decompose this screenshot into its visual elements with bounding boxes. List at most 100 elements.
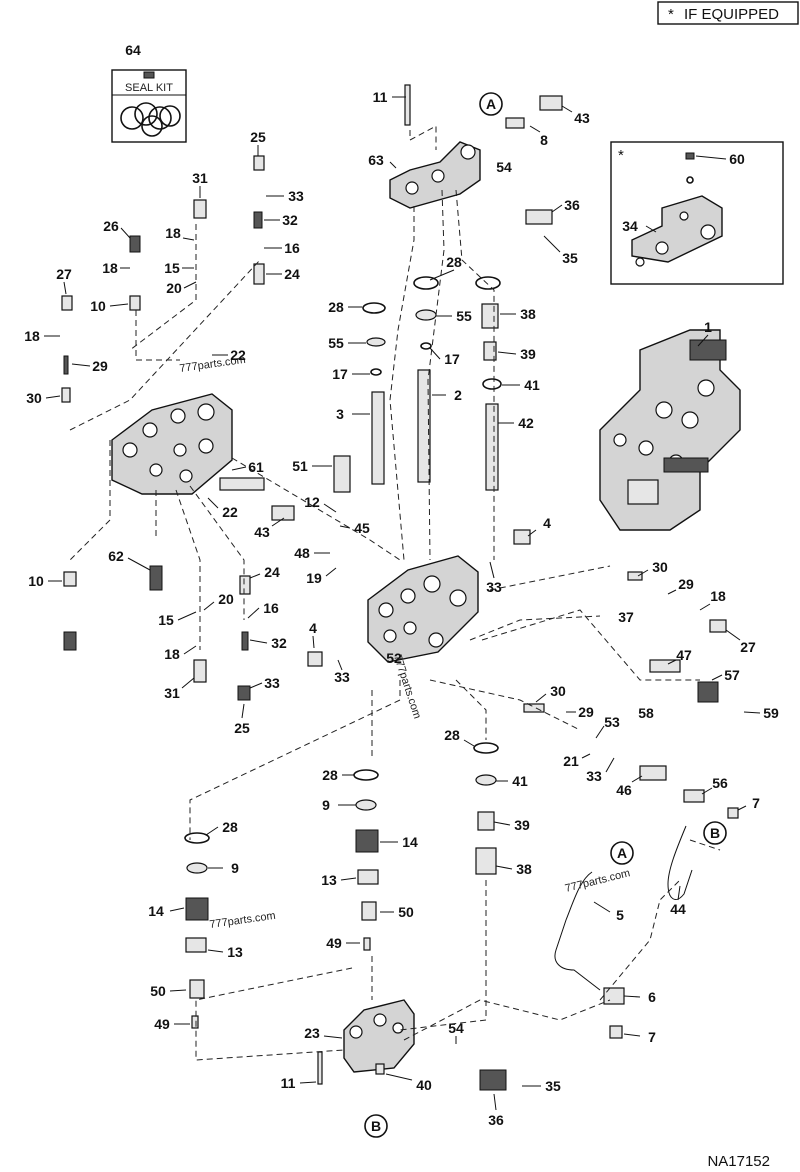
callout-b-right: B bbox=[710, 825, 720, 841]
part-label: 30 bbox=[550, 683, 566, 699]
leader-line bbox=[323, 1035, 343, 1039]
part-label: 47 bbox=[676, 647, 692, 663]
top-section-block bbox=[389, 84, 563, 225]
leader-line bbox=[701, 787, 713, 795]
part-label: 10 bbox=[28, 573, 44, 589]
part-label: 34 bbox=[622, 218, 638, 234]
part-label: 12 bbox=[304, 494, 320, 510]
bottom-section-block bbox=[343, 999, 415, 1073]
part-label: 45 bbox=[354, 520, 370, 536]
leader-line bbox=[551, 204, 563, 213]
callout-circles: A B A B bbox=[364, 92, 727, 1138]
stacked-parts bbox=[61, 155, 739, 1091]
part-label: 18 bbox=[710, 588, 726, 604]
drawing-number: NA17152 bbox=[707, 1153, 770, 1170]
leader-line bbox=[677, 885, 681, 901]
leader-line bbox=[249, 573, 261, 579]
leader-line bbox=[711, 674, 723, 681]
part-label: 39 bbox=[514, 817, 530, 833]
part-label: 3 bbox=[336, 406, 344, 422]
part-label: 24 bbox=[284, 266, 300, 282]
part-label: 48 bbox=[294, 545, 310, 561]
leader-line bbox=[207, 497, 219, 509]
part-label: 25 bbox=[250, 129, 266, 145]
leader-line bbox=[543, 235, 561, 253]
spools bbox=[333, 369, 499, 493]
leader-line bbox=[241, 703, 245, 719]
part-label: 22 bbox=[230, 347, 246, 363]
leader-line bbox=[231, 466, 247, 471]
leader-line bbox=[623, 1033, 641, 1037]
leader-line bbox=[581, 753, 591, 759]
leader-line bbox=[312, 635, 315, 649]
part-label: 35 bbox=[562, 250, 578, 266]
part-label: 63 bbox=[368, 152, 384, 168]
leader-line bbox=[737, 805, 747, 811]
part-label: 64 bbox=[125, 42, 141, 58]
part-label: 17 bbox=[332, 366, 348, 382]
leader-line bbox=[247, 607, 260, 619]
part-label: 18 bbox=[102, 260, 118, 276]
leader-line bbox=[249, 682, 263, 689]
leader-line bbox=[725, 629, 741, 641]
part-label: 22 bbox=[222, 504, 238, 520]
part-label: 2 bbox=[454, 387, 462, 403]
leader-line bbox=[337, 659, 343, 671]
part-label: 38 bbox=[516, 861, 532, 877]
part-label: 10 bbox=[90, 298, 106, 314]
part-label: 62 bbox=[108, 548, 124, 564]
leader-line bbox=[169, 907, 185, 912]
leader-line bbox=[183, 281, 197, 289]
leader-line bbox=[561, 105, 573, 113]
part-label: 55 bbox=[456, 308, 472, 324]
leader-line bbox=[697, 334, 709, 347]
part-label: 24 bbox=[264, 564, 280, 580]
leader-line bbox=[695, 155, 727, 160]
leader-line bbox=[325, 567, 337, 577]
leader-line bbox=[127, 557, 151, 571]
part-label: 18 bbox=[24, 328, 40, 344]
part-label: 39 bbox=[520, 346, 536, 362]
leader-line bbox=[385, 1073, 413, 1081]
leader-line bbox=[120, 227, 131, 239]
leader-line bbox=[637, 569, 649, 577]
part-label: 7 bbox=[752, 795, 760, 811]
leader-line bbox=[527, 529, 537, 537]
part-label: 16 bbox=[263, 600, 279, 616]
part-label: 54 bbox=[496, 159, 512, 175]
note-text: IF EQUIPPED bbox=[684, 6, 779, 23]
leader-line bbox=[203, 601, 215, 611]
leader-line bbox=[645, 225, 657, 233]
leader-line bbox=[429, 269, 455, 281]
part-label: 15 bbox=[164, 260, 180, 276]
part-label: 7 bbox=[648, 1029, 656, 1045]
part-label: 5 bbox=[616, 907, 624, 923]
leader-line bbox=[340, 877, 357, 881]
part-label: 32 bbox=[282, 212, 298, 228]
leader-line bbox=[535, 693, 547, 703]
part-label: 54 bbox=[448, 1020, 464, 1036]
part-label: 30 bbox=[26, 390, 42, 406]
part-label: 9 bbox=[231, 860, 239, 876]
leader-line bbox=[493, 821, 511, 826]
leader-line bbox=[249, 639, 268, 644]
part-label: 55 bbox=[328, 335, 344, 351]
leader-line bbox=[605, 757, 615, 773]
part-label: 6 bbox=[648, 989, 656, 1005]
part-label: 29 bbox=[678, 576, 694, 592]
part-label: 44 bbox=[670, 901, 686, 917]
part-label: 33 bbox=[586, 768, 602, 784]
part-label: 33 bbox=[264, 675, 280, 691]
callout-a-tube: A bbox=[617, 845, 627, 861]
leader-line bbox=[595, 725, 605, 739]
leader-line bbox=[177, 611, 197, 621]
part-label: 36 bbox=[564, 197, 580, 213]
part-label: 59 bbox=[763, 705, 779, 721]
inset-optional-section: * bbox=[610, 141, 784, 285]
part-label: 13 bbox=[227, 944, 243, 960]
part-label: 25 bbox=[234, 720, 250, 736]
part-label: 38 bbox=[520, 306, 536, 322]
seal-kit-label: SEAL KIT bbox=[125, 82, 173, 94]
part-label: 58 bbox=[638, 705, 654, 721]
